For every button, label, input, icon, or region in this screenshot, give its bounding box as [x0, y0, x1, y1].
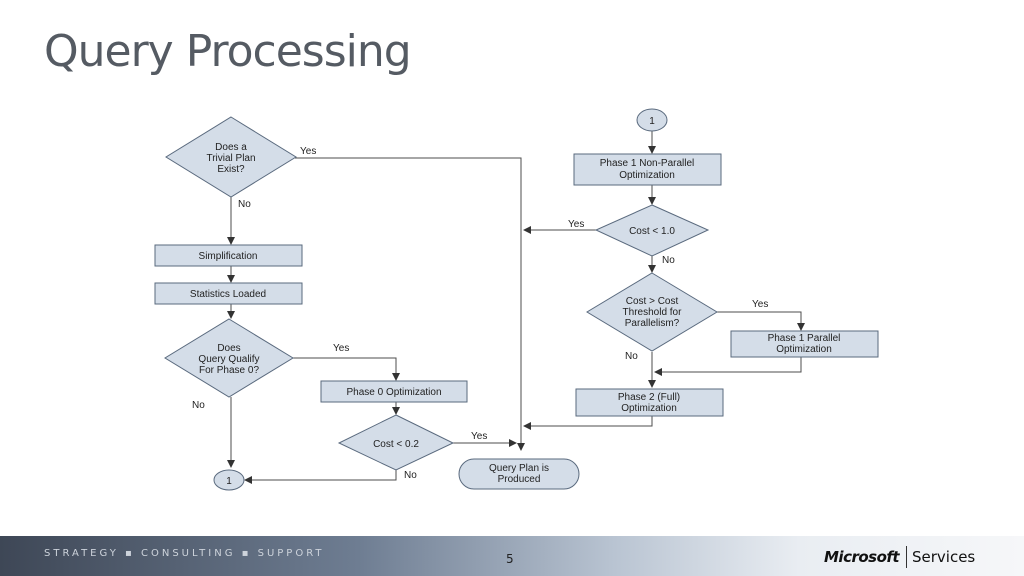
connector-1-top: 1 [636, 108, 668, 132]
decision-trivial-plan: Does a Trivial Plan Exist? [165, 116, 297, 198]
box-simplification: Simplification [154, 244, 303, 267]
svg-text:Trivial Plan: Trivial Plan [206, 153, 255, 164]
terminal-query-plan-produced: Query Plan is Produced [458, 458, 580, 490]
svg-text:1: 1 [649, 116, 655, 127]
svg-text:Does a: Does a [215, 142, 247, 153]
label-yes-cost10: Yes [568, 219, 584, 230]
decision-cost-threshold: Cost > Cost Threshold for Parallelism? [586, 272, 718, 352]
label-no-phase0: No [192, 400, 205, 411]
decision-cost-02: Cost < 0.2 [337, 414, 455, 471]
svg-text:Optimization: Optimization [621, 403, 677, 414]
svg-text:Phase 0 Optimization: Phase 0 Optimization [346, 387, 441, 398]
label-yes-trivial: Yes [300, 146, 316, 157]
page-number: 5 [506, 552, 514, 566]
edge-trivial-yes-to-plan [295, 157, 525, 451]
slide-title: Query Processing [44, 26, 412, 77]
svg-text:Phase 1 Parallel: Phase 1 Parallel [768, 333, 841, 344]
box-phase1-parallel: Phase 1 Parallel Optimization [730, 330, 879, 358]
label-no-threshold: No [625, 351, 638, 362]
svg-text:Optimization: Optimization [776, 344, 832, 355]
svg-text:Cost > Cost: Cost > Cost [626, 296, 679, 307]
label-yes-cost02: Yes [471, 431, 487, 442]
edge-cost02-no-to-connector [244, 470, 397, 484]
svg-text:Does: Does [217, 343, 240, 354]
svg-text:Parallelism?: Parallelism? [625, 318, 680, 329]
microsoft-logo: Microsoft [824, 548, 900, 566]
svg-text:Produced: Produced [498, 474, 541, 485]
edge-qualify-yes-phase0 [292, 357, 400, 381]
svg-text:1: 1 [226, 476, 232, 487]
footer-bar: STRATEGY ▪ CONSULTING ▪ SUPPORT 5 Micros… [0, 536, 1024, 576]
label-no-trivial: No [238, 199, 251, 210]
decision-cost-10: Cost < 1.0 [594, 204, 710, 257]
svg-text:Optimization: Optimization [619, 170, 675, 181]
label-no-cost02: No [404, 470, 417, 481]
label-yes-phase0: Yes [333, 343, 349, 354]
svg-text:Statistics Loaded: Statistics Loaded [190, 289, 266, 300]
box-phase1-nonparallel: Phase 1 Non-Parallel Optimization [573, 153, 722, 186]
svg-text:Phase 1 Non-Parallel: Phase 1 Non-Parallel [600, 158, 695, 169]
edge-labels: Yes No Yes No Yes No Yes No Yes No [192, 146, 768, 481]
footer-tagline: STRATEGY ▪ CONSULTING ▪ SUPPORT [44, 548, 325, 559]
svg-text:Query Qualify: Query Qualify [198, 354, 259, 365]
box-phase2-full: Phase 2 (Full) Optimization [575, 388, 724, 417]
svg-text:Simplification: Simplification [199, 251, 258, 262]
svg-text:Cost < 1.0: Cost < 1.0 [629, 226, 675, 237]
svg-text:Threshold for: Threshold for [623, 307, 683, 318]
svg-text:Query Plan is: Query Plan is [489, 463, 549, 474]
services-label: Services [912, 548, 976, 566]
flow-edges [227, 131, 805, 484]
svg-text:For Phase 0?: For Phase 0? [199, 365, 259, 376]
logo-separator [906, 546, 907, 568]
connector-1-bottom: 1 [213, 469, 245, 491]
decision-qualify-phase0: Does Query Qualify For Phase 0? [164, 318, 294, 398]
edge-phase2-to-plan [523, 416, 653, 430]
svg-text:Exist?: Exist? [217, 164, 245, 175]
edge-threshold-yes-to-parallel [716, 311, 805, 331]
label-yes-threshold: Yes [752, 299, 768, 310]
svg-text:Phase 2 (Full): Phase 2 (Full) [618, 392, 680, 403]
edge-parallel-to-phase2 [654, 357, 802, 376]
box-phase0-optimization: Phase 0 Optimization [320, 380, 468, 403]
box-statistics-loaded: Statistics Loaded [154, 282, 303, 305]
label-no-cost10: No [662, 255, 675, 266]
query-processing-flowchart: Does a Trivial Plan Exist? Simplificatio… [154, 108, 879, 491]
svg-text:Cost < 0.2: Cost < 0.2 [373, 439, 419, 450]
